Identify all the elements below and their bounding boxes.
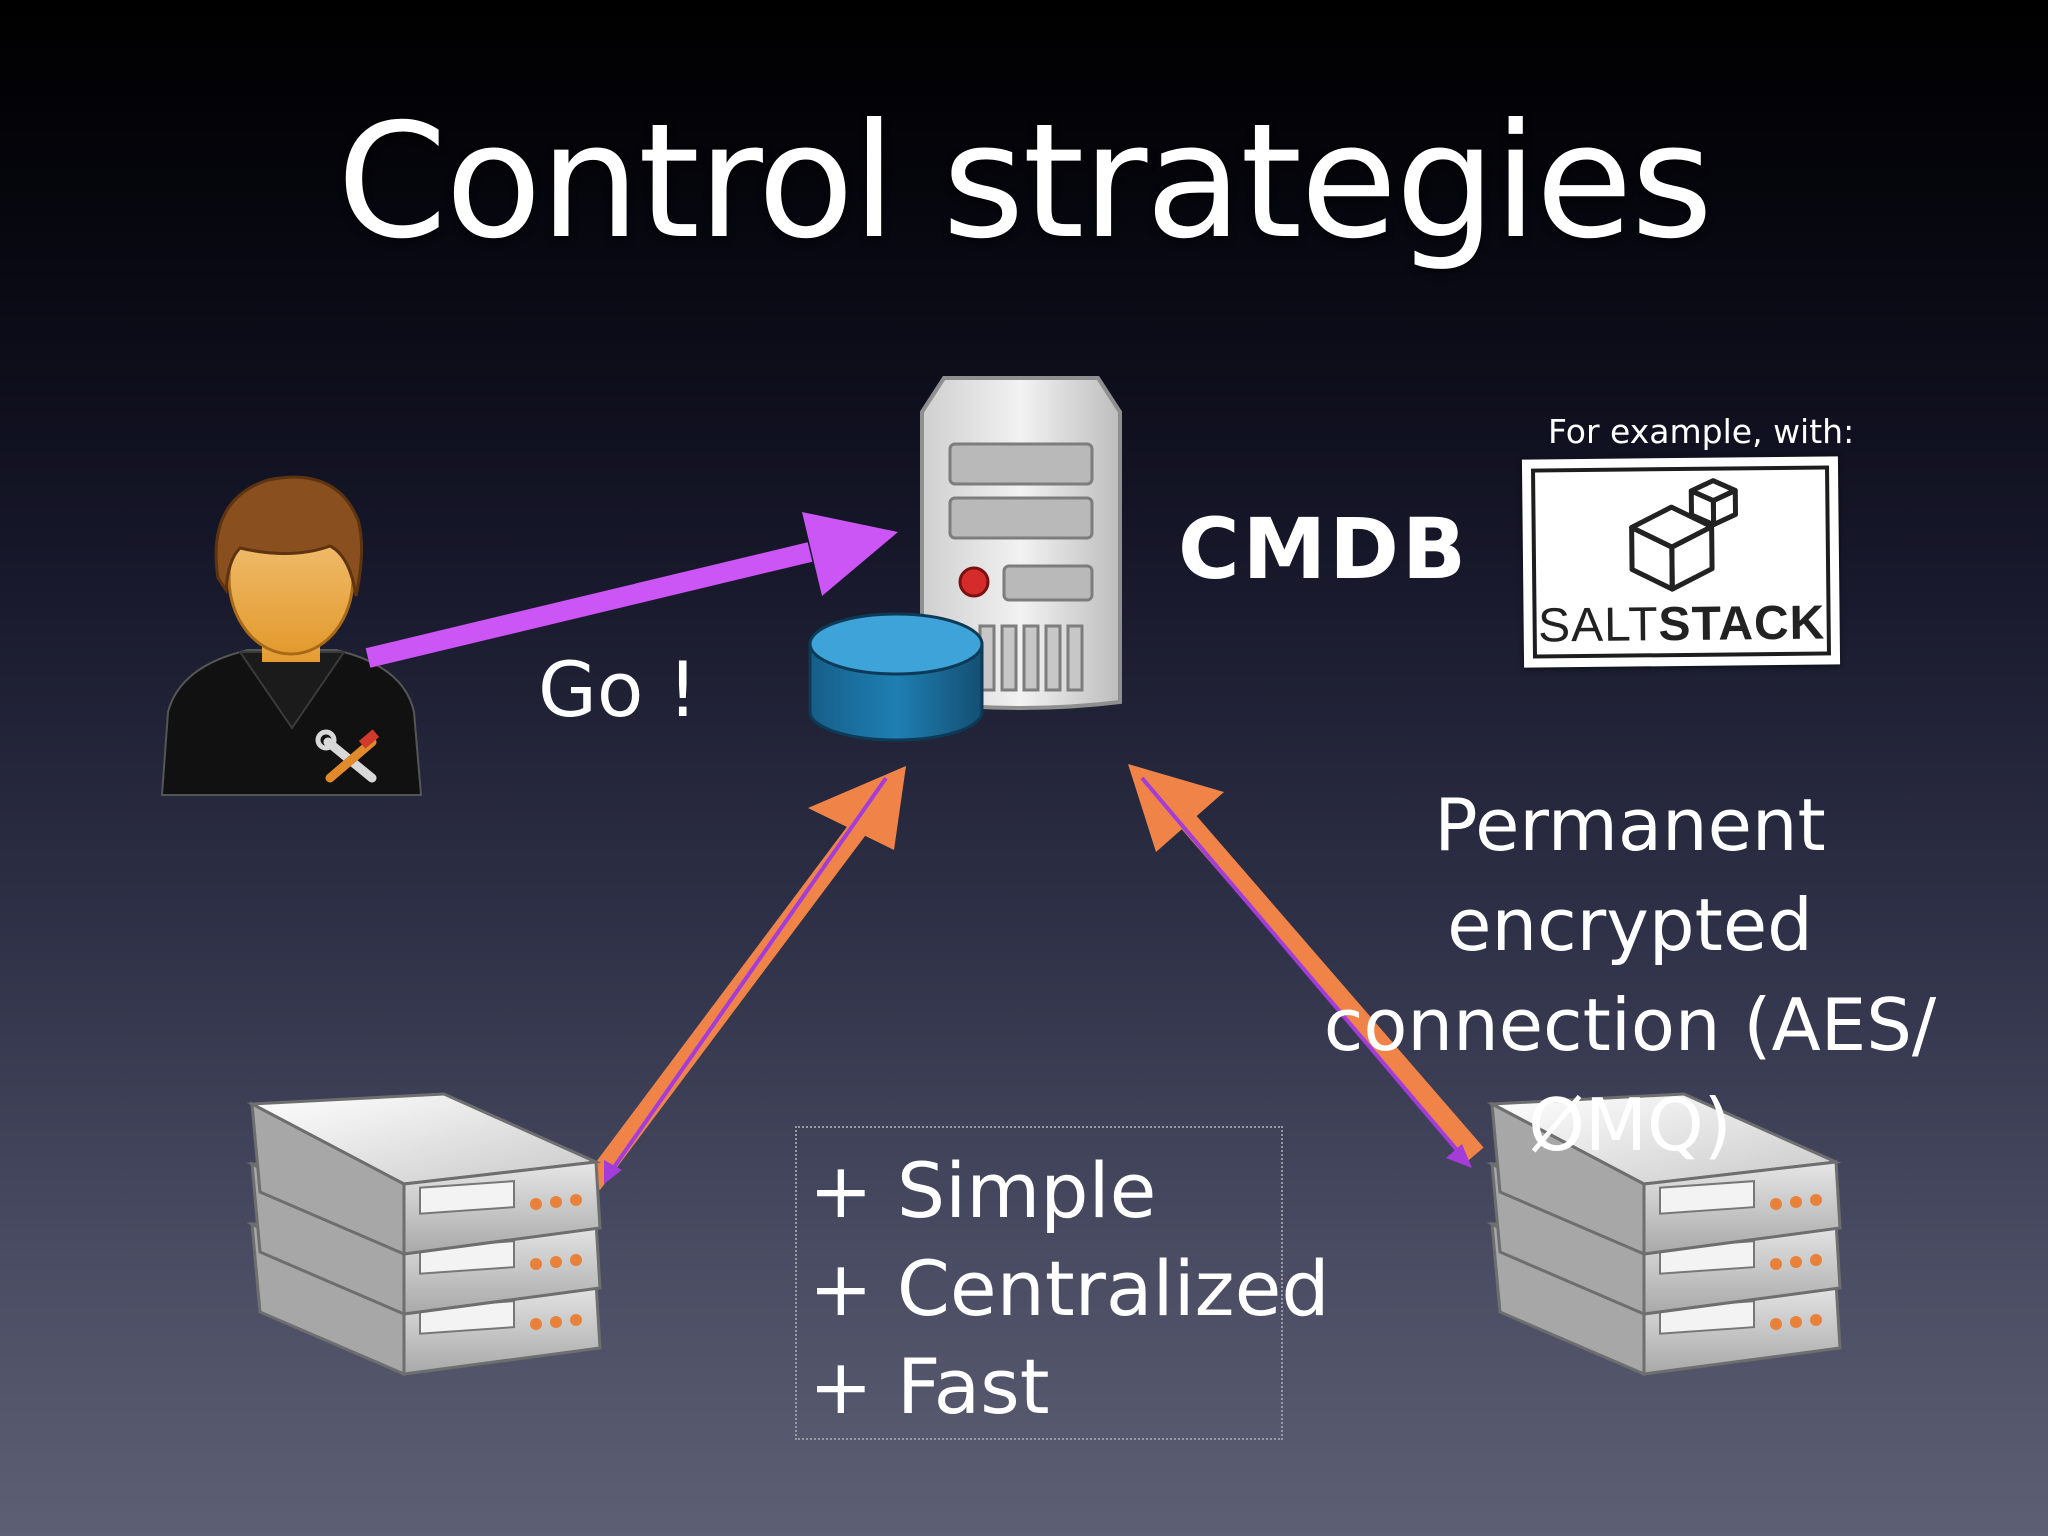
pro-item-fast: + Fast xyxy=(809,1342,1050,1431)
server-tower-icon xyxy=(920,376,1122,710)
command-arrow xyxy=(365,512,898,668)
example-label: For example, with: xyxy=(1548,412,1855,451)
connection-label-line: connection (AES/ xyxy=(1323,983,1937,1067)
rack-server-icon xyxy=(1486,1092,1842,1377)
connection-arrow-left xyxy=(583,766,906,1190)
slide-title: Control strategies xyxy=(336,90,1713,274)
cmdb-label: CMDB xyxy=(1178,500,1469,598)
admin-user-icon xyxy=(160,475,423,796)
database-icon xyxy=(808,612,984,742)
pros-list: + Simple + Centralized + Fast xyxy=(795,1126,1330,1440)
connection-label: Permanent encrypted connection (AES/ ØMQ… xyxy=(1250,775,2010,1175)
rack-server-icon xyxy=(246,1092,602,1377)
connection-label-line: ØMQ) xyxy=(1528,1083,1732,1167)
logo-text: SALTSTACK xyxy=(1536,595,1827,653)
go-label: Go ! xyxy=(538,645,699,734)
logo-text-light: SALT xyxy=(1537,598,1659,653)
connection-label-line: Permanent encrypted xyxy=(1434,783,1826,967)
tools-icon xyxy=(315,729,380,783)
pro-item-simple: + Simple xyxy=(809,1146,1157,1235)
cube-icon xyxy=(1629,478,1739,592)
logo-border: SALTSTACK xyxy=(1531,465,1831,659)
saltstack-logo: SALTSTACK xyxy=(1521,456,1841,668)
pro-item-centralized: + Centralized xyxy=(809,1244,1330,1333)
logo-text-bold: STACK xyxy=(1658,596,1826,652)
connection-arrow-right xyxy=(1128,764,1484,1168)
